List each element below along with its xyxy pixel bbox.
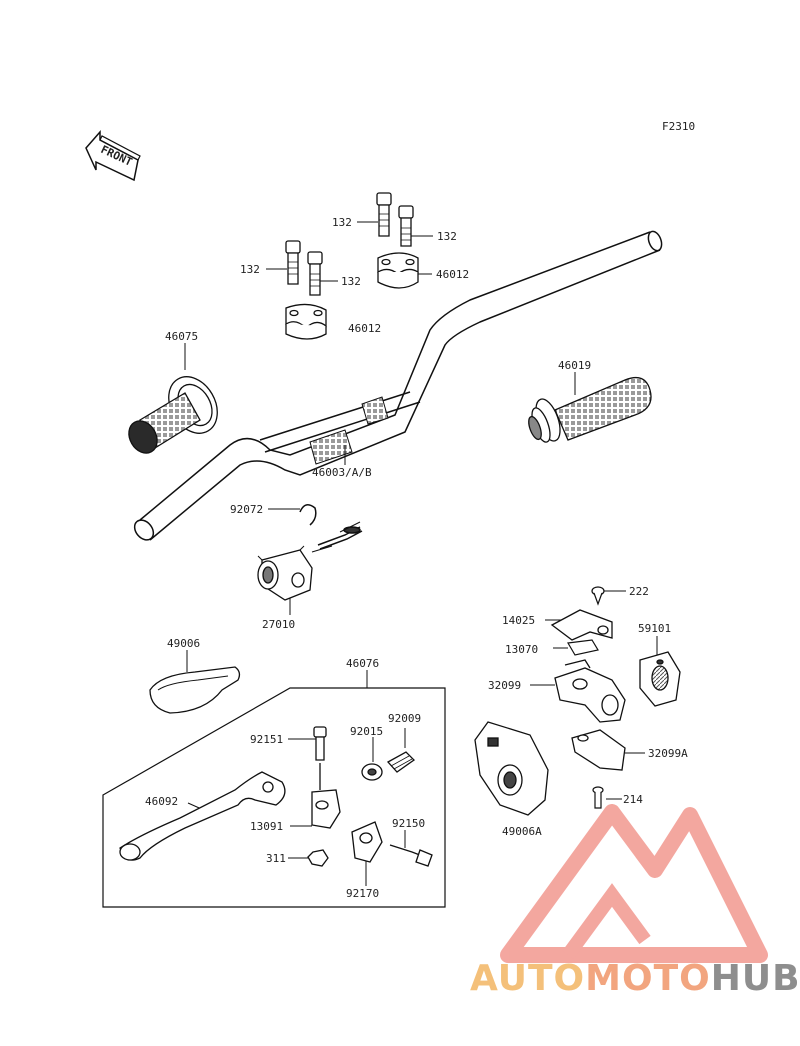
label-case-49006a: 49006A [502, 825, 542, 838]
bracket-drawing [307, 726, 341, 867]
case-49006a-drawing [474, 721, 549, 816]
label-grip-left: 46075 [165, 330, 198, 343]
plate-14025-drawing [550, 609, 613, 641]
watermark-wordmark: AUTOMOTOHUB [470, 958, 800, 999]
handlebar-knurl-marks [309, 396, 389, 465]
label-plate-13070: 13070 [505, 643, 538, 656]
label-bolt-92150: 92150 [392, 817, 425, 830]
lever-assembly-box [102, 687, 446, 908]
watermark-part-hub: HUB [710, 958, 800, 999]
watermark-part-auto: AUTO [470, 958, 586, 999]
holder-drawing [285, 252, 419, 340]
label-lever: 46092 [145, 795, 178, 808]
handlebar-drawing [133, 230, 663, 541]
plate-13070-drawing [567, 639, 599, 656]
label-nut: 311 [266, 852, 286, 865]
clamp-drawing [299, 504, 363, 553]
screw-214-drawing [592, 786, 604, 809]
watermark-part-moto: MOTO [585, 958, 711, 999]
figure-code: F2310 [662, 120, 695, 133]
watermark-logo-icon [500, 804, 768, 963]
label-plate-14025: 14025 [502, 614, 535, 627]
label-holder-lower: 46012 [348, 322, 381, 335]
cover-drawing [149, 666, 241, 714]
label-adjuster-nut: 92015 [350, 725, 383, 738]
label-holder-upper: 46012 [436, 268, 469, 281]
screw-222-drawing [591, 586, 605, 606]
label-throttle-32099: 32099 [488, 679, 521, 692]
label-bracket: 13091 [250, 820, 283, 833]
front-arrow-icon: FRONT [85, 130, 141, 182]
label-bolt-4: 132 [341, 275, 361, 288]
label-adjuster: 92009 [388, 712, 421, 725]
label-lever-assy: 46076 [346, 657, 379, 670]
holder-59101-drawing [639, 651, 681, 707]
switch-drawing [257, 545, 313, 601]
label-throttle-32099a: 32099A [648, 747, 688, 760]
label-bolt-3: 132 [240, 263, 260, 276]
bolt-drawing [285, 192, 414, 296]
label-screw-214: 214 [623, 793, 643, 806]
label-handlebar: 46003/A/B [312, 466, 372, 479]
label-switch: 27010 [262, 618, 295, 631]
adjuster-drawing [361, 751, 416, 781]
right-grip-drawing [528, 376, 652, 443]
lever-drawing [119, 771, 286, 861]
throttle-32099a-drawing [571, 729, 626, 771]
label-clamp: 92072 [230, 503, 263, 516]
label-bolt-2: 132 [437, 230, 457, 243]
throttle-32099-drawing [554, 659, 626, 723]
label-screw-222: 222 [629, 585, 649, 598]
label-cover: 49006 [167, 637, 200, 650]
label-holder-92170: 92170 [346, 887, 379, 900]
label-pivot-bolt: 92151 [250, 733, 283, 746]
label-bolt-1: 132 [332, 216, 352, 229]
holder-92170-drawing [351, 821, 433, 867]
label-holder-59101: 59101 [638, 622, 671, 635]
label-grip-right: 46019 [558, 359, 591, 372]
left-grip-drawing [128, 376, 218, 454]
